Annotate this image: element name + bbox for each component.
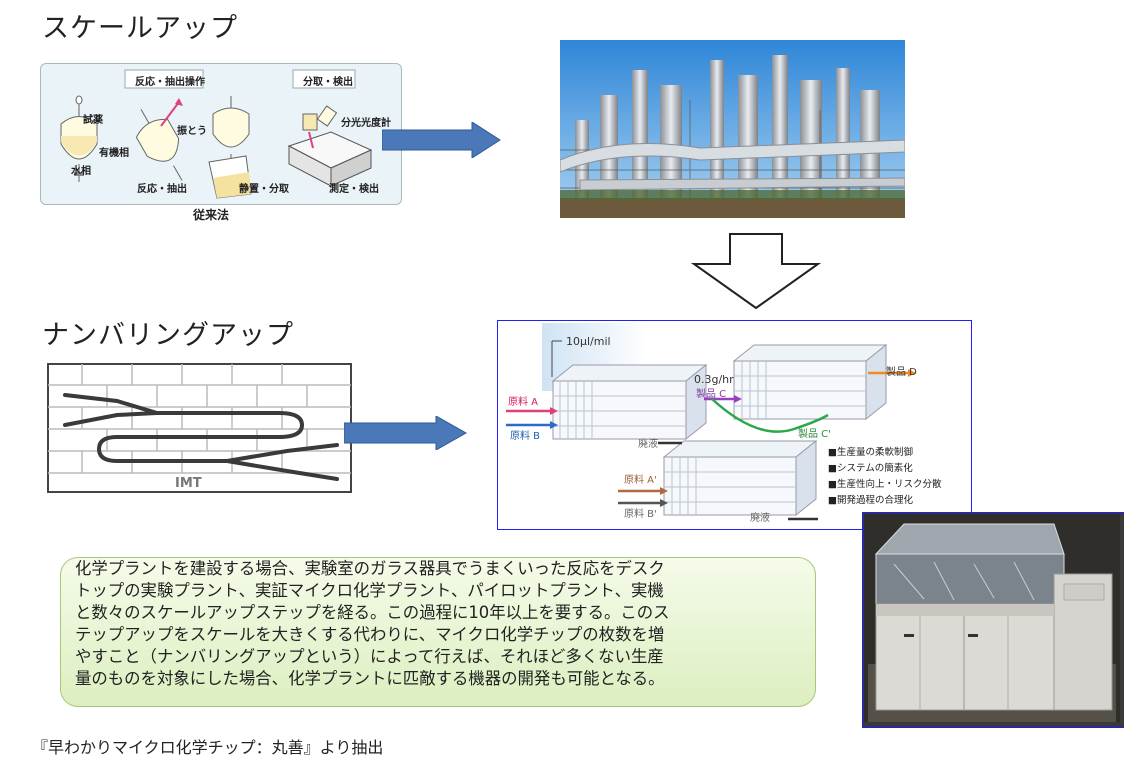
imt-label: IMT bbox=[175, 476, 202, 491]
callout-line-1: 化学プラントを建設する場合、実験室のガラス器具でうまくいった反応をデスク bbox=[75, 559, 665, 578]
shake-label: 振とう bbox=[177, 126, 207, 137]
benefit-1: ■生産量の柔軟制御 bbox=[828, 446, 913, 458]
callout-line-6: 量のものを対象にした場合、化学プラントに匹敵する機器の開発も可能となる。 bbox=[75, 669, 665, 688]
source-citation: 『早わかりマイクロ化学チップ：丸善』より抽出 bbox=[32, 738, 384, 757]
separatory-funnel-icon bbox=[60, 95, 98, 182]
reactor-block-3 bbox=[662, 439, 818, 517]
raw-b2-label: 原料 B' bbox=[624, 507, 657, 520]
callout-line-5: やすこと（ナンバリングアップという）によって行えば、それほど多くない生産 bbox=[75, 647, 664, 666]
callout-line-3: と数々のスケールアップステップを経る。この過程に10年以上を要する。このス bbox=[75, 603, 670, 622]
scale-up-heading: スケールアップ bbox=[42, 13, 238, 44]
explanation-callout: 化学プラントを建設する場合、実験室のガラス器具でうまくいった反応をデスク トップ… bbox=[60, 557, 816, 707]
benefit-4: ■開発過程の合理化 bbox=[828, 494, 913, 506]
glassware-drawing bbox=[60, 69, 373, 199]
spectrophotometer-icon bbox=[287, 105, 373, 187]
flow-rate-1-label: 10μl/mil bbox=[566, 335, 611, 348]
water-phase-label: 水相 bbox=[71, 166, 91, 177]
raw-b-label: 原料 B bbox=[510, 429, 540, 442]
product-d-label: 製品 D bbox=[886, 365, 917, 378]
numbering-up-heading: ナンバリングアップ bbox=[42, 320, 294, 351]
benefit-2: ■システムの簡素化 bbox=[828, 462, 913, 474]
waste-1-label: 廃液 bbox=[638, 437, 658, 450]
callout-line-2: トップの実験プラント、実証マイクロ化学プラント、パイロットプラント、実機 bbox=[75, 581, 664, 600]
right-arrow-icon-2 bbox=[344, 416, 468, 450]
chemical-plant-image bbox=[560, 40, 905, 218]
product-c2-label: 製品 C' bbox=[798, 427, 831, 440]
micro-chemical-plant-machine-image bbox=[862, 512, 1124, 728]
measure-group-label: 分取・検出 bbox=[303, 77, 353, 88]
organic-phase-label: 有機相 bbox=[99, 148, 129, 159]
product-c-label: 製品 C bbox=[696, 387, 726, 400]
microchannel-chip-image: IMT bbox=[47, 363, 352, 493]
reaction-group-label: 反応・抽出操作 bbox=[135, 77, 205, 88]
numbering-up-diagram: 10μl/mil 0.3g/hr 原料 A 原料 B 製品 C 製品 C' 製品… bbox=[497, 320, 972, 530]
waste-2-label: 廃液 bbox=[750, 511, 770, 524]
reactor-block-2 bbox=[732, 343, 888, 421]
spectrophotometer-label: 分光光度計 bbox=[341, 118, 391, 129]
benefit-3: ■生産性向上・リスク分散 bbox=[828, 478, 942, 490]
down-arrow-icon bbox=[690, 233, 822, 310]
callout-line-4: テップアップをスケールを大きくする代わりに、マイクロ化学チップの枚数を増 bbox=[75, 625, 665, 644]
measure-detect-label: 測定・検出 bbox=[329, 184, 379, 195]
reaction-extraction-label: 反応・抽出 bbox=[137, 184, 187, 195]
right-arrow-icon bbox=[382, 122, 501, 158]
reagent-label: 試薬 bbox=[83, 115, 103, 126]
reactor-block-1 bbox=[551, 363, 708, 441]
raw-a-label: 原料 A bbox=[508, 395, 538, 408]
conventional-method-caption: 従来法 bbox=[193, 208, 230, 222]
flow-rate-2-label: 0.3g/hr bbox=[694, 373, 734, 386]
raw-a2-label: 原料 A' bbox=[624, 473, 657, 486]
settle-separate-label: 静置・分取 bbox=[239, 184, 289, 195]
conventional-method-panel: 反応・抽出操作 分取・検出 試薬 有機相 水相 振とう 反応・抽出 静置・分取 … bbox=[40, 63, 402, 205]
